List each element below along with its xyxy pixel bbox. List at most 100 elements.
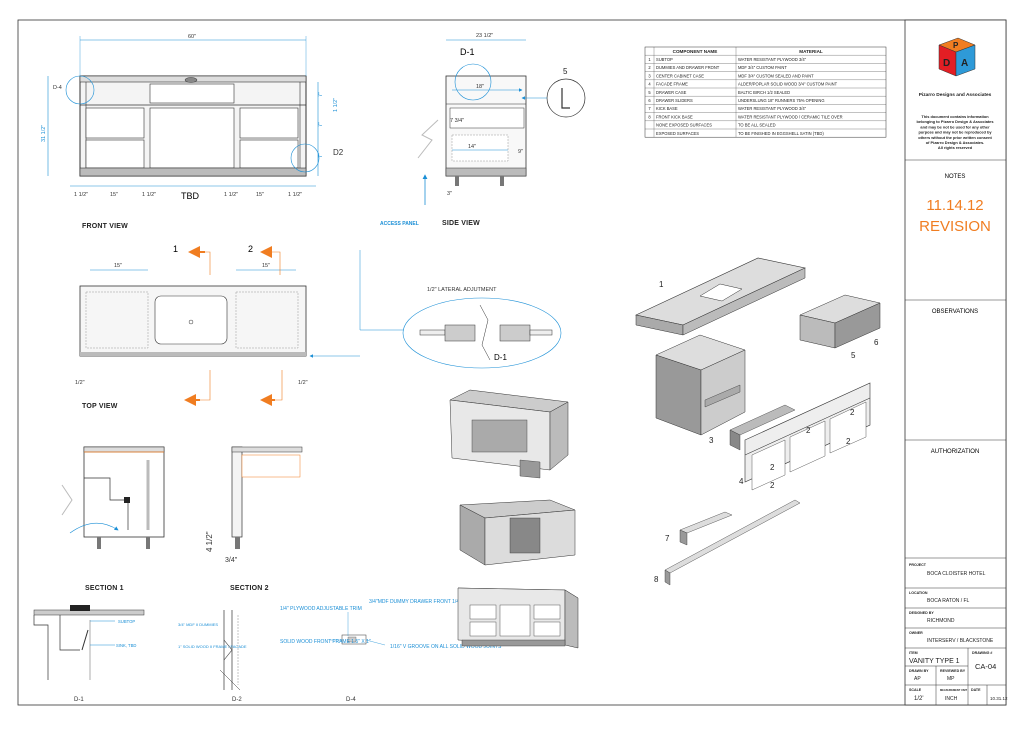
title-block: P D A Pizarro Designs and Associates Thi… bbox=[904, 19, 1008, 706]
table-cell-component: SUBTOP bbox=[656, 57, 673, 62]
notice-line: belonging to Pizarro Design & Associates bbox=[916, 119, 993, 124]
b6-dim: 1 1/2" bbox=[288, 192, 302, 198]
table-cell-material: MDF 3/4" CUSTOM PAINT bbox=[738, 65, 787, 70]
front-view: 60" 31 1/2" D-4 D2 7" 1 1/2" 7" 7" 1 1/2… bbox=[41, 34, 344, 230]
iso-marker-5: 5 bbox=[851, 351, 856, 360]
d4-title: D-4 bbox=[346, 697, 356, 703]
table-header-cell: MATERIAL bbox=[799, 49, 823, 54]
d2-callout: D2 bbox=[333, 148, 344, 157]
notice-line: purpose and may not be reproduced by bbox=[918, 130, 992, 135]
table-cell-material: ALDER/POPLAR SOLID WOOD 3/4" CUSTOM PAIN… bbox=[738, 82, 838, 87]
section-1: SECTION 1 bbox=[61, 446, 165, 592]
table-cell-num: 4 bbox=[648, 82, 651, 87]
marker-2: 2 bbox=[248, 244, 253, 254]
s2-34-dim: 3/4" bbox=[225, 557, 238, 564]
owner-value: INTERSERV / BLACKSTONE bbox=[927, 638, 994, 644]
side-3-dim: 3" bbox=[447, 191, 452, 197]
d2-mdf: 3/4" MDF II DUMMIES bbox=[178, 622, 218, 627]
iso-render-3 bbox=[457, 587, 579, 649]
scale-value: 1/2' bbox=[914, 696, 924, 702]
table-cell-component: DRAWER SLIDERS bbox=[656, 98, 693, 103]
iso-marker-8: 8 bbox=[654, 575, 659, 584]
revision-label: REVISION bbox=[919, 218, 991, 235]
top15a-dim: 15" bbox=[114, 263, 122, 269]
marker-5: 5 bbox=[563, 67, 568, 76]
exploded-view: 1 5 6 3 4 2 2 2 2 2 7 8 bbox=[635, 257, 881, 586]
table-cell-num: 7 bbox=[648, 106, 651, 111]
location-label: LOCATION bbox=[909, 591, 928, 595]
drawing-label: DRAWING # bbox=[972, 651, 992, 655]
side-14-dim: 14" bbox=[468, 144, 476, 150]
side-d1-label: D-1 bbox=[460, 47, 475, 57]
b1-dim: 1 1/2" bbox=[74, 192, 88, 198]
d4-callout: D-4 bbox=[53, 85, 62, 91]
checked-value: MP bbox=[947, 676, 955, 682]
logo-letter-right: A bbox=[961, 58, 968, 69]
iso-marker-2c: 2 bbox=[770, 463, 775, 472]
side-734-dim: 7 3/4" bbox=[450, 118, 464, 124]
d4-plywood: 1/4" PLYWOOD ADJUSTABLE TRIM bbox=[280, 606, 362, 612]
notice-line: and may be not be used for any other bbox=[920, 124, 990, 129]
detail-d4: 1/4" PLYWOOD ADJUSTABLE TRIM SOLID WOOD … bbox=[280, 599, 525, 703]
iso-marker-1: 1 bbox=[659, 280, 664, 289]
d1-sink: SINK, TBD bbox=[116, 643, 136, 648]
location-value: BOCA RATON / FL bbox=[927, 598, 970, 604]
top-view: 15" 15" 1/2" 1/2" 1 2 TOP VIEW bbox=[75, 244, 404, 410]
d4-mdf: 3/4"MDF DUMMY DRAWER FRONT 1/4" RECESSED… bbox=[369, 599, 525, 605]
company-logo: P D A bbox=[938, 37, 976, 77]
v7c-dim: 7" bbox=[318, 153, 324, 158]
section2-title: SECTION 2 bbox=[230, 585, 269, 592]
table-cell-material: WATER RESISTANT PLYWOOD 3/4" bbox=[738, 106, 807, 111]
iso-render-1 bbox=[449, 389, 569, 479]
table-cell-num: 1 bbox=[648, 57, 651, 62]
marker-1: 1 bbox=[173, 244, 178, 254]
table-cell-material: TO BE ALL SEALED bbox=[738, 123, 776, 128]
b5-dim: 15" bbox=[256, 192, 264, 198]
top12b-dim: 1/2" bbox=[298, 380, 308, 386]
item-value: VANITY TYPE 1 bbox=[909, 658, 960, 665]
iso-render-2 bbox=[459, 499, 576, 566]
authorization-label: AUTHORIZATION bbox=[931, 449, 980, 455]
table-cell-component: CENTER CABINET CASE bbox=[656, 73, 704, 78]
table-cell-num: 5 bbox=[648, 90, 651, 95]
d1-subtop: SUBTOP bbox=[118, 619, 135, 624]
lateral-label: 1/2" LATERAL ADJUTMENT bbox=[427, 287, 497, 293]
revision-date: 11.14.12 bbox=[926, 197, 983, 214]
side-view-title: SIDE VIEW bbox=[442, 220, 480, 227]
table-cell-num: 8 bbox=[648, 114, 651, 119]
table-cell-num: 2 bbox=[648, 65, 651, 70]
side-9-dim: 9" bbox=[518, 149, 523, 155]
logo-letter-left: D bbox=[943, 58, 950, 69]
iso-marker-7: 7 bbox=[665, 534, 670, 543]
v7b-dim: 7" bbox=[318, 122, 324, 127]
owner-label: OWNER bbox=[909, 631, 923, 635]
scale-label: SCALE bbox=[909, 688, 922, 692]
date-value: 10.31.12 bbox=[990, 696, 1008, 701]
iso-marker-2e: 2 bbox=[846, 437, 851, 446]
section1-title: SECTION 1 bbox=[85, 585, 124, 592]
checked-label: REVIEWED BY bbox=[940, 669, 966, 673]
iso-marker-2b: 2 bbox=[850, 408, 855, 417]
lateral-detail: 1/2" LATERAL ADJUTMENT D-1 bbox=[402, 287, 562, 369]
s2-412-dim: 4 1/2" bbox=[205, 531, 214, 552]
table-cell-component: EXPOSED SURFACES bbox=[656, 131, 699, 136]
iso-marker-2a: 2 bbox=[806, 426, 811, 435]
item-label: ITEM bbox=[909, 651, 918, 655]
lateral-d1: D-1 bbox=[494, 353, 507, 362]
detail-d1: SUBTOP SINK, TBD D-1 bbox=[33, 605, 145, 703]
table-cell-material: WATER RESISTANT PLYWOOD / CERAMIC TILE O… bbox=[738, 114, 843, 119]
drawn-label: DRAWN BY bbox=[909, 669, 929, 673]
notice-line: of Pizarro Design & Associates. bbox=[926, 140, 984, 145]
b4-dim: 1 1/2" bbox=[224, 192, 238, 198]
d2-solid: 1" SOLID WOOD II FRAME / FACADE bbox=[178, 644, 247, 649]
table-header-cell: COMPONENT NAME bbox=[673, 49, 718, 54]
project-value: BOCA CLOISTER HOTEL bbox=[927, 571, 986, 577]
iso-marker-3: 3 bbox=[709, 436, 714, 445]
table-cell-component: DUMMIES AND DRAWER FRONT bbox=[656, 65, 720, 70]
table-cell-num: 3 bbox=[648, 73, 651, 78]
observations-label: OBSERVATIONS bbox=[932, 309, 978, 315]
iso-marker-4: 4 bbox=[739, 477, 744, 486]
drawing-value: CA-04 bbox=[975, 662, 996, 671]
d4-groove: 1/16" V GROOVE ON ALL SOLID WOOD JOINTS bbox=[390, 644, 502, 650]
